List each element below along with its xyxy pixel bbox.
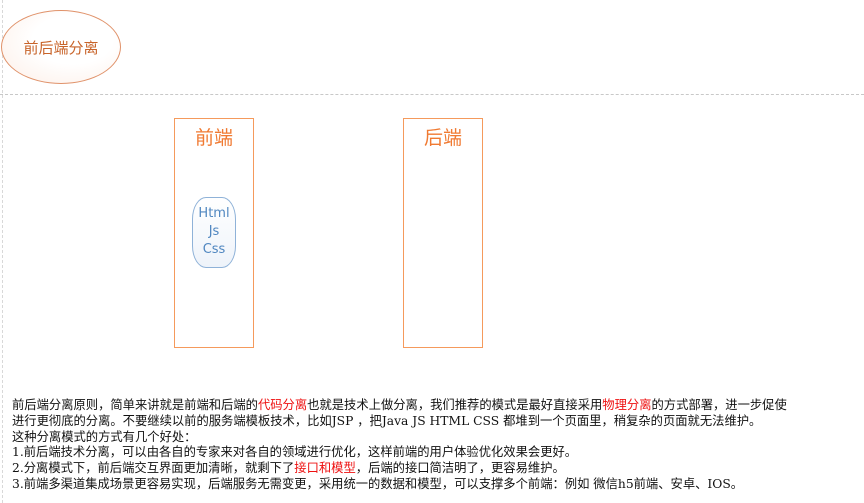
text-span: 的方式部署，进一步促使 bbox=[651, 398, 787, 412]
backend-title: 后端 bbox=[423, 127, 462, 149]
text-span: 前后端分离原则，简单来讲就是前端和后端的 bbox=[12, 398, 258, 412]
benefit-1: 1.前后端技术分离，可以由各自的专家来对各自的领域进行优化，这样前端的用户体验优… bbox=[12, 445, 578, 460]
highlight-interface-model: 接口和模型 bbox=[294, 461, 356, 476]
desc-line-2: 进行更彻底的分离。不要继续以前的服务端模板技术，比如JSP ，把Java JS … bbox=[12, 413, 762, 428]
frontend-tech-node[interactable]: Html Js Css bbox=[192, 197, 236, 268]
section-divider bbox=[0, 94, 864, 95]
backend-box[interactable]: 后端 bbox=[403, 118, 483, 348]
highlight-physical-separation: 物理分离 bbox=[602, 398, 652, 412]
tech-js: Js bbox=[208, 224, 220, 239]
title-node-label: 前后端分离 bbox=[23, 38, 99, 57]
text-span: 也就是技术上做分离，我们推荐的模式是最好直接采用 bbox=[307, 398, 603, 412]
description-text: 前后端分离原则，简单来讲就是前端和后端的代码分离也就是技术上做分离，我们推荐的模… bbox=[12, 398, 787, 493]
text-span: 2.分离模式下，前后端交互界面更加清晰，就剩下了 bbox=[12, 461, 295, 476]
desc-line-1: 前后端分离原则，简单来讲就是前端和后端的代码分离也就是技术上做分离，我们推荐的模… bbox=[12, 398, 787, 414]
highlight-code-separation: 代码分离 bbox=[257, 398, 308, 412]
left-dashed-border bbox=[2, 0, 3, 503]
frontend-title: 前端 bbox=[194, 127, 233, 149]
frontend-box[interactable]: 前端 bbox=[174, 118, 254, 348]
tech-html: Html bbox=[198, 206, 230, 221]
benefit-3: 3.前端多渠道集成场景更容易实现，后端服务无需变更，采用统一的数据和模型，可以支… bbox=[12, 476, 744, 491]
benefit-2: 2.分离模式下，前后端交互界面更加清晰，就剩下了接口和模型，后端的接口简洁明了，… bbox=[12, 461, 787, 477]
title-node[interactable]: 前后端分离 bbox=[1, 10, 121, 84]
desc-line-3: 这种分离模式的方式有几个好处： bbox=[12, 429, 197, 444]
tech-css: Css bbox=[202, 242, 226, 257]
text-span: ，后端的接口简洁明了，更容易维护。 bbox=[355, 461, 565, 476]
